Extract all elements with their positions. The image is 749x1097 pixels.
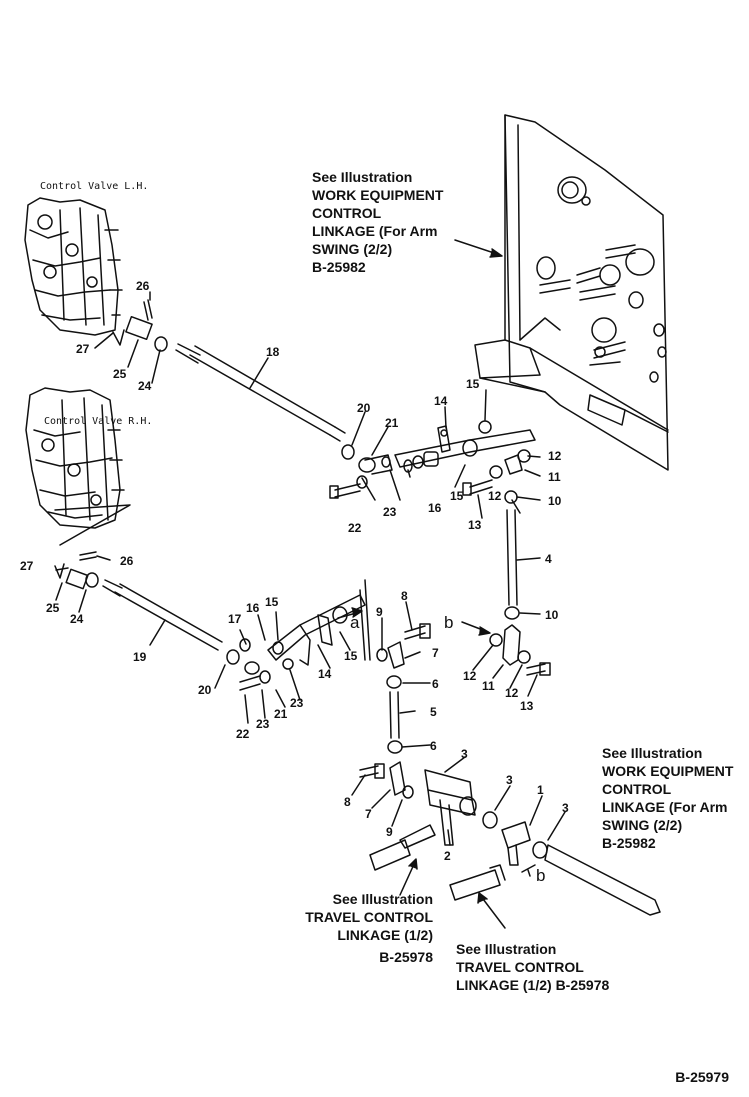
callout-work-equipment-right: See Illustration WORK EQUIPMENT CONTROL … [602,744,733,852]
callout-line: CONTROL [312,205,382,221]
part-number: 7 [365,807,372,821]
part-number: 12 [548,449,562,463]
part-number: 6 [430,739,437,753]
part-number: 11 [482,679,495,693]
part-number: 8 [344,795,351,809]
part-number: 8 [401,589,408,603]
part-number: 9 [386,825,393,839]
part-number: 12 [488,489,502,503]
part-number: 10 [548,494,562,508]
leader-lines [55,239,566,929]
callout-line: SWING (2/2) [312,241,393,257]
part-number: 15 [344,649,358,663]
part-number: 26 [136,279,150,293]
part-number: 17 [228,612,242,626]
part-number: 23 [256,717,270,731]
part-number: 14 [318,667,332,681]
part-number: 15 [265,595,279,609]
part-number: 23 [383,505,397,519]
part-number: 15 [466,377,480,391]
callout-line: CONTROL [602,781,672,797]
part-number: 21 [385,416,399,430]
lower-linkage-parts [226,579,431,754]
part-number: 12 [463,669,477,683]
part-number: 25 [46,601,60,615]
callout-line: LINKAGE (1/2) [337,927,433,943]
callout-line: TRAVEL CONTROL [305,909,433,925]
part-number: 2 [444,849,451,863]
part-number: 3 [461,747,468,761]
part-number: 19 [133,650,147,664]
part-number: 5 [430,705,437,719]
callout-travel-control-right: See Illustration TRAVEL CONTROL LINKAGE … [456,940,609,994]
vertical-rod-4 [489,509,551,676]
part-number: 22 [348,521,362,535]
part-number: 7 [432,646,439,660]
callout-line: B-25978 [379,949,433,965]
part-number: 13 [468,518,482,532]
part-number: 3 [562,801,569,815]
part-number: 26 [120,554,134,568]
reference-letter-b: b [536,866,545,885]
callout-line: TRAVEL CONTROL [456,959,584,975]
callout-line: B-25982 [312,259,366,275]
part-number: 23 [290,696,304,710]
callout-travel-control-left: See Illustration TRAVEL CONTROL LINKAGE … [292,890,433,966]
reference-letter-a: a [350,613,360,632]
part-number: 3 [506,773,513,787]
part-number: 16 [246,601,260,615]
part-number: 9 [376,605,383,619]
part-number: 22 [236,727,250,741]
callout-line: See Illustration [602,745,703,761]
part-number: 20 [198,683,212,697]
part-number: 21 [274,707,288,721]
callout-line: SWING (2/2) [602,817,683,833]
part-number: 16 [428,501,442,515]
part-number: 4 [545,552,552,566]
part-number: 12 [505,686,519,700]
control-valve-lh-label: Control Valve L.H. [40,181,149,192]
part-number: 25 [113,367,127,381]
callout-line: See Illustration [312,169,413,185]
frame-plate [474,114,669,471]
part-number: 20 [357,401,371,415]
part-number: 10 [545,608,559,622]
part-number: 27 [20,559,34,573]
illustration-page-id: B-25979 [675,1069,729,1085]
control-valve-rh-label: Control Valve R.H. [44,416,153,427]
control-valve-rh [25,387,131,546]
upper-rod-18 [175,343,346,442]
callout-line: WORK EQUIPMENT [312,187,444,203]
callout-line: See Illustration [332,891,433,907]
part-number: 11 [548,470,561,484]
part-number-labels: 26 27 25 24 18 20 21 23 22 14 15 16 15 1… [20,279,569,885]
callout-line: LINKAGE (For Arm [312,223,438,239]
callout-line: See Illustration [456,941,557,957]
part-number: 13 [520,699,534,713]
control-valve-lh [24,197,123,336]
part-number: 27 [76,342,90,356]
callout-line: WORK EQUIPMENT [602,763,734,779]
part-number: 1 [537,783,544,797]
upper-linkage-parts [112,299,536,504]
callout-work-equipment-top: See Illustration WORK EQUIPMENT CONTROL … [312,168,443,276]
lower-rod-19 [54,551,223,651]
part-number: 14 [434,394,448,408]
callout-line: B-25982 [602,835,656,851]
part-number: 18 [266,345,280,359]
part-number: 24 [138,379,152,393]
reference-letter-b: b [444,613,453,632]
bottom-linkage [359,761,661,916]
part-number: 15 [450,489,464,503]
part-number: 6 [432,677,439,691]
callout-line: LINKAGE (For Arm [602,799,728,815]
part-number: 24 [70,612,84,626]
callout-line: LINKAGE (1/2) B-25978 [456,977,610,993]
